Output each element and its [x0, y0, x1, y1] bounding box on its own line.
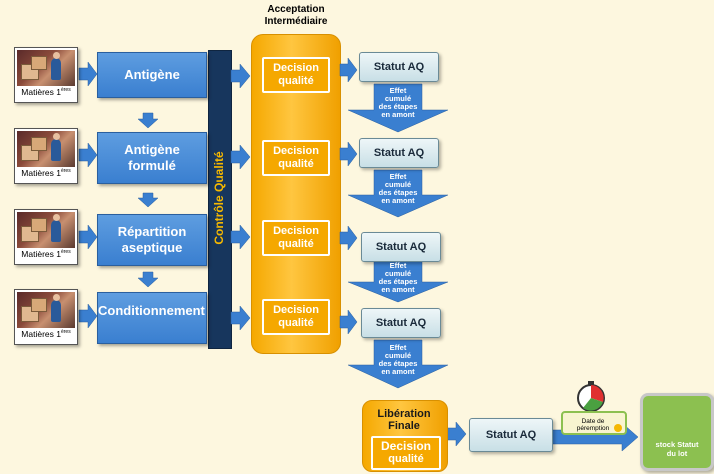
statut-aq-2: Statut AQ: [359, 138, 439, 168]
materials-caption: Matières 1ères: [21, 168, 71, 178]
arrow-down-3: [137, 271, 159, 288]
arrow-bar-3: [230, 224, 251, 250]
clock-icon: [577, 381, 605, 412]
effet-arrow-3: [347, 259, 449, 303]
materials-caption: Matières 1ères: [21, 249, 71, 259]
arrow-photo-2: [78, 142, 98, 168]
materials-caption: Matières 1ères: [21, 87, 71, 97]
worker-image: [17, 131, 75, 167]
materials-photo-1: Matières 1ères: [14, 47, 78, 103]
statut-aq-1: Statut AQ: [359, 52, 439, 82]
stock-box: [640, 393, 714, 471]
step-conditionnement: Conditionnement: [97, 292, 207, 344]
arrow-down-1: [137, 112, 159, 129]
arrow-down-2: [137, 192, 159, 208]
arrow-bar-1: [230, 63, 251, 89]
arrow-bar-4: [230, 305, 251, 331]
worker-image: [17, 292, 75, 328]
arrow-dec-4: [339, 309, 358, 335]
worker-image: [17, 50, 75, 86]
arrow-dec-3: [339, 225, 358, 251]
effet-arrow-4: [347, 339, 449, 389]
arrow-photo-3: [78, 224, 98, 250]
arrow-dec-2: [339, 141, 358, 167]
arrow-photo-1: [78, 61, 98, 87]
arrow-bar-2: [230, 144, 251, 170]
effet-arrow-2: [347, 169, 449, 218]
date-tag: [561, 411, 627, 435]
acceptation-title: Acceptation Intermédiaire: [264, 4, 328, 27]
materials-photo-3: Matières 1ères: [14, 209, 78, 265]
statut-aq-4: Statut AQ: [361, 308, 441, 338]
materials-photo-4: Matières 1ères: [14, 289, 78, 345]
materials-photo-2: Matières 1ères: [14, 128, 78, 184]
controle-qualite-bar: [208, 50, 232, 349]
arrow-final-1: [446, 421, 467, 447]
statut-aq-final: Statut AQ: [469, 418, 553, 452]
step-antigene: Antigène: [97, 52, 207, 98]
materials-caption: Matières 1ères: [21, 329, 71, 339]
statut-aq-3: Statut AQ: [361, 232, 441, 262]
effet-arrow-1: [347, 83, 449, 133]
arrow-photo-4: [78, 303, 98, 329]
worker-image: [17, 212, 75, 248]
arrow-dec-1: [339, 57, 358, 83]
